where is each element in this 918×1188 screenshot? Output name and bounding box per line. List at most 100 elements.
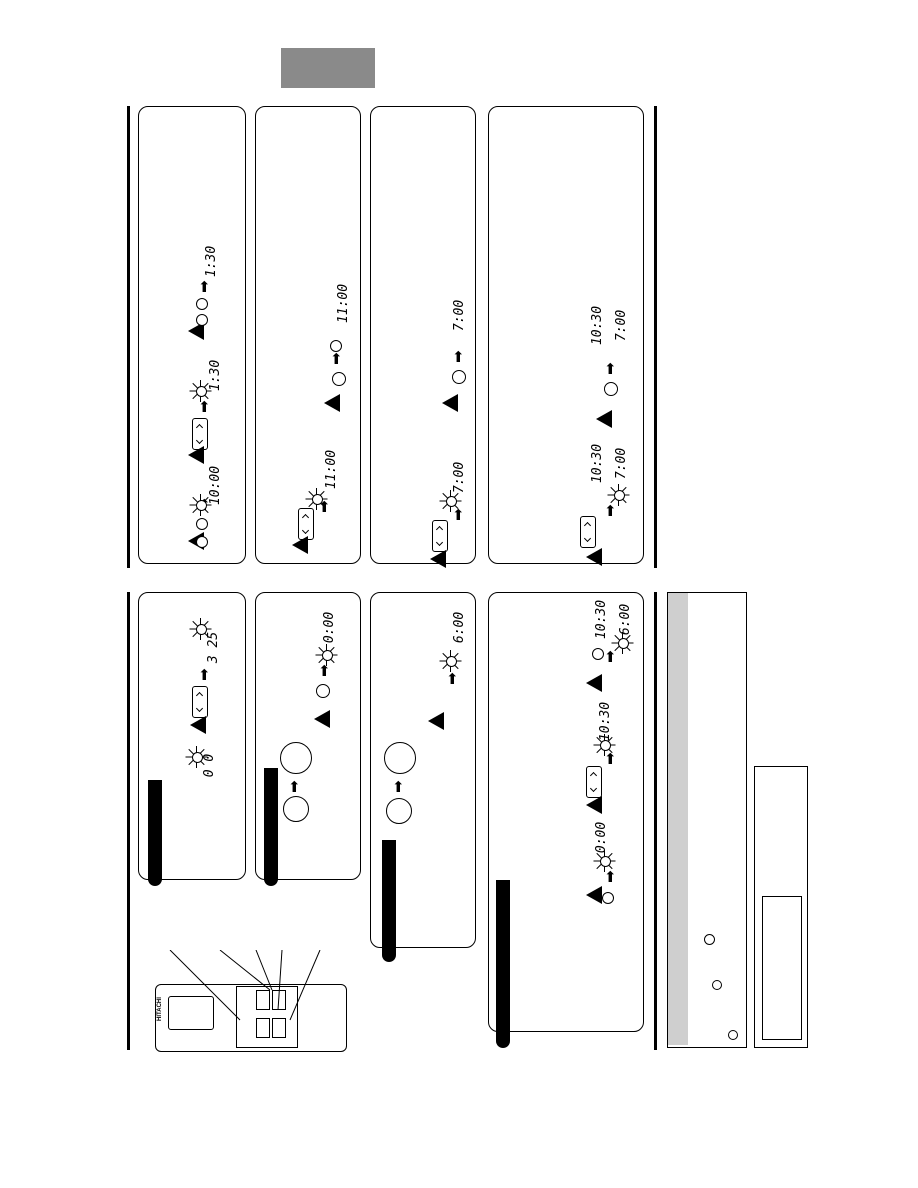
time-adjust-button-icon [586, 766, 602, 798]
timer-button-icon [712, 980, 722, 990]
blink-core [192, 752, 203, 763]
blink-core [618, 638, 629, 649]
display-readout: 0:00 [322, 611, 338, 644]
blink-core [196, 624, 207, 635]
panel-bottom-3-tab [382, 840, 396, 962]
display-readout: 10:30 [590, 443, 606, 484]
timer-button-icon [332, 372, 346, 386]
panel-bottom-2-tab [264, 768, 278, 886]
blinking-display-icon [315, 644, 338, 666]
power-button-icon [386, 798, 412, 824]
blinking-display-icon [593, 734, 616, 756]
time-adjust-button-icon [192, 418, 208, 450]
left-rule-bottom [127, 592, 130, 1050]
display-readout: 10:30 [598, 701, 614, 742]
time-adjust-button-icon [298, 508, 314, 540]
time-adjust-button-icon [432, 520, 448, 552]
timer-button-icon [602, 892, 614, 904]
arrow-up-icon: ⬆ [452, 507, 465, 524]
blink-core [196, 500, 207, 511]
panel-bottom-4 [488, 592, 644, 1032]
right-rule-top [654, 106, 657, 568]
blinking-display-icon [189, 618, 212, 640]
right-rule-bottom [654, 592, 657, 1050]
note-band-shade [668, 593, 688, 1045]
blink-core [196, 386, 207, 397]
step-pointer [314, 710, 330, 728]
blink-core [322, 650, 333, 661]
display-readout: 7:00 [452, 461, 468, 494]
arrow-up-icon: ⬆ [604, 361, 617, 378]
display-readout: 1:30 [208, 359, 224, 392]
step-pointer [596, 410, 612, 428]
blinking-display-icon [185, 746, 208, 768]
remote-button [256, 1018, 270, 1038]
step-pointer [428, 712, 444, 730]
note-band [667, 592, 747, 1048]
arrow-up-icon: ⬆ [318, 663, 331, 680]
blink-core [600, 856, 611, 867]
section-header-block [281, 48, 375, 88]
timer-button-icon [604, 382, 618, 396]
arrow-up-icon: ⬆ [198, 279, 211, 296]
arrow-up-icon: ⬆ [288, 779, 301, 796]
note-box-inner [762, 896, 802, 1040]
arrow-up-icon: ⬆ [198, 399, 211, 416]
blinking-display-icon [189, 494, 212, 516]
timer-button-icon [196, 518, 208, 530]
step-pointer [324, 394, 340, 412]
arrow-up-icon: ⬆ [446, 671, 459, 688]
blink-core [600, 740, 611, 751]
blink-core [312, 494, 323, 505]
arrow-up-icon: ⬆ [198, 667, 211, 684]
display-readout: 10:30 [594, 599, 610, 640]
blinking-display-icon [593, 850, 616, 872]
timer-button-icon [728, 1030, 738, 1040]
display-readout: 11:00 [336, 283, 352, 324]
arrow-up-icon: ⬆ [604, 649, 617, 666]
remote-callout-lines [169, 950, 321, 1021]
blinking-display-icon [607, 484, 630, 506]
step-pointer [188, 446, 204, 464]
remote-control [155, 984, 347, 1052]
timer-button-icon [196, 314, 208, 326]
panel-bottom-1 [138, 592, 246, 880]
arrow-up-icon: ⬆ [604, 869, 617, 886]
timer-button-icon [704, 934, 715, 945]
display-readout: 3 25 [206, 631, 222, 664]
arrow-up-icon: ⬆ [604, 751, 617, 768]
step-pointer [442, 394, 458, 412]
display-readout: 11:00 [324, 449, 340, 490]
timer-button-icon [316, 684, 330, 698]
blink-core [446, 496, 457, 507]
timer-button-icon [452, 370, 466, 384]
display-readout: 10:00 [208, 465, 224, 506]
timer-button-icon [592, 648, 604, 660]
panel-bottom-1-tab [148, 780, 162, 886]
power-button-icon [283, 796, 309, 822]
step-pointer [188, 322, 204, 340]
remote-display-window [168, 996, 214, 1030]
blinking-display-icon [189, 380, 212, 402]
arrow-up-icon: ⬆ [452, 349, 465, 366]
display-readout: 0 0 [202, 753, 218, 778]
display-readout: 10:30 [590, 305, 606, 346]
note-box-outer [754, 766, 808, 1048]
blinking-display-icon [439, 650, 462, 672]
blinking-display-icon [439, 490, 462, 512]
blinking-display-icon [305, 488, 328, 510]
blinking-display-icon [611, 632, 634, 654]
display-readout: 6:00 [618, 603, 634, 636]
arrow-up-icon: ⬆ [330, 351, 343, 368]
arrow-up-icon: ⬆ [604, 503, 617, 520]
power-button-icon [384, 742, 416, 774]
left-rule-top [127, 106, 130, 568]
timer-button-icon [196, 536, 208, 548]
display-readout: 7:00 [614, 447, 630, 480]
arrow-up-icon: ⬆ [392, 779, 405, 796]
remote-button [272, 1018, 286, 1038]
remote-button [256, 990, 270, 1010]
power-button-icon [280, 742, 312, 774]
display-readout: 7:00 [452, 299, 468, 332]
blink-core [446, 656, 457, 667]
